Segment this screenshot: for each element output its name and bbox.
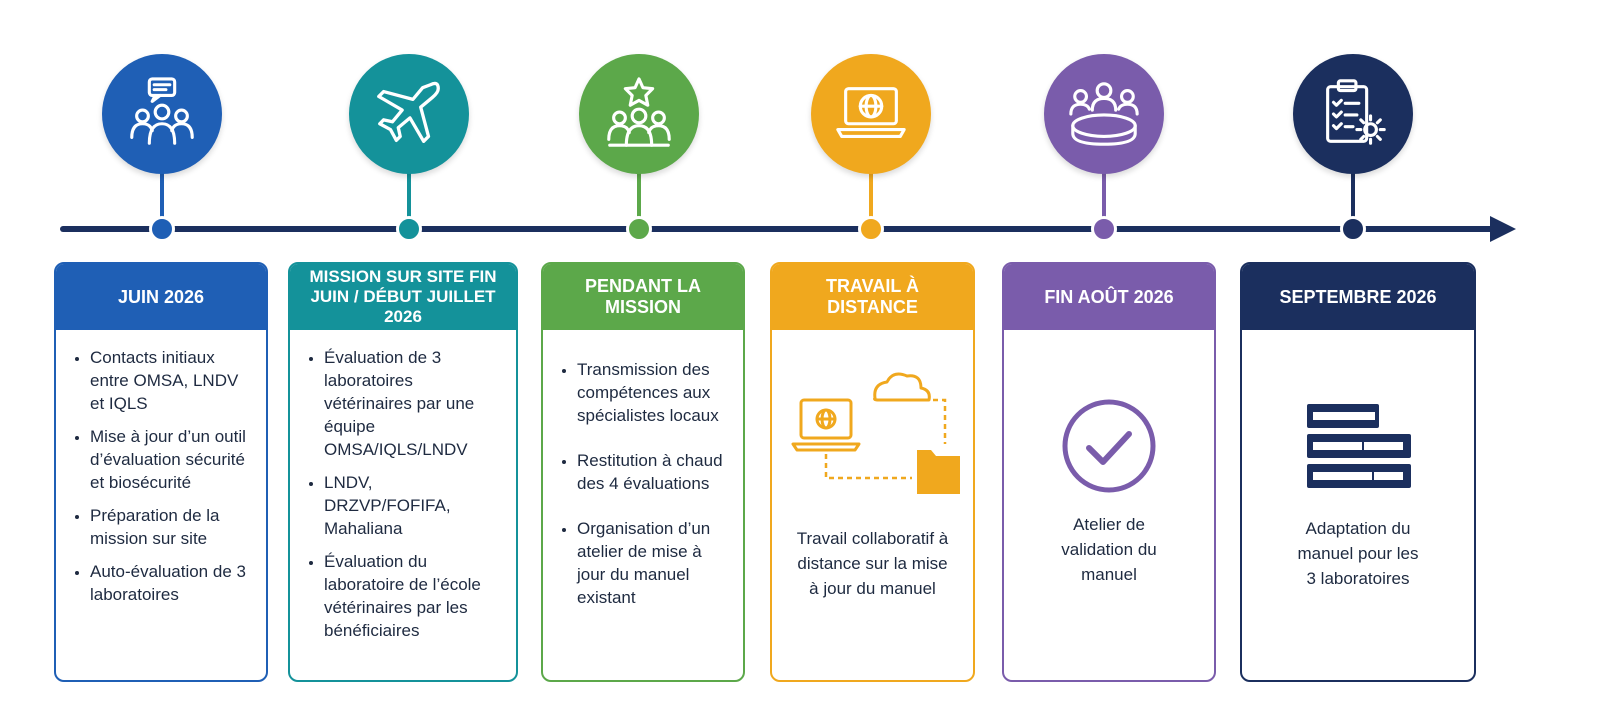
phase-title: FIN AOÛT 2026 bbox=[1004, 264, 1214, 330]
list-item: Auto-évaluation de 3 laboratoires bbox=[90, 560, 252, 606]
phase-icon-badge bbox=[349, 54, 469, 174]
phase-body: Évaluation de 3 laboratoires vétérinaire… bbox=[290, 330, 516, 662]
phase-body: Atelier de validation du manuel bbox=[1004, 330, 1214, 587]
list-item: Mise à jour d’un outil d’évaluation sécu… bbox=[90, 425, 252, 494]
phase-card-mission: MISSION SUR SITE FIN JUIN / DÉBUT JUILLE… bbox=[288, 262, 518, 682]
phase-stem bbox=[407, 168, 411, 226]
list-item: Restitution à chaud des 4 évaluations bbox=[577, 449, 729, 495]
round-table-icon bbox=[1069, 82, 1139, 146]
phase-icon-badge bbox=[811, 54, 931, 174]
phase-body: Travail collaboratif à distance sur la m… bbox=[772, 330, 973, 601]
phase-list: Transmission des compétences aux spécial… bbox=[561, 358, 729, 609]
phase-title: JUIN 2026 bbox=[56, 264, 266, 330]
cloud-sync-illustration bbox=[791, 372, 960, 494]
list-item: Préparation de la mission sur site bbox=[90, 504, 252, 550]
phase-title: SEPTEMBRE 2026 bbox=[1242, 264, 1474, 330]
phase-icon-badge bbox=[579, 54, 699, 174]
phase-stem bbox=[1102, 168, 1106, 226]
phase-description: Travail collaboratif à distance sur la m… bbox=[796, 529, 949, 598]
list-item: Organisation d’un atelier de mise à jour… bbox=[577, 517, 729, 609]
timeline-node bbox=[858, 216, 884, 242]
dashed-connector bbox=[932, 398, 946, 444]
phase-card-remote: TRAVAIL À DISTANCE Travail collaboratif … bbox=[770, 262, 975, 682]
phase-card-during: PENDANT LA MISSION Transmission des comp… bbox=[541, 262, 745, 682]
check-circle-icon bbox=[1062, 399, 1156, 493]
phase-card-august: FIN AOÛT 2026 Atelier de validation du m… bbox=[1002, 262, 1216, 682]
folder-icon bbox=[916, 450, 960, 494]
timeline-node bbox=[1091, 216, 1117, 242]
phase-stem bbox=[637, 168, 641, 226]
phase-stem bbox=[160, 168, 164, 226]
timeline-node bbox=[626, 216, 652, 242]
timeline-node bbox=[396, 216, 422, 242]
timeline-arrowhead bbox=[1490, 216, 1516, 242]
airplane-icon bbox=[377, 81, 440, 143]
list-item: LNDV, DRZVP/FOFIFA, Mahaliana bbox=[324, 471, 502, 540]
list-item: Évaluation du laboratoire de l’école vét… bbox=[324, 550, 502, 642]
phase-icon-badge bbox=[1293, 54, 1413, 174]
phase-card-september: SEPTEMBRE 2026 Adaptation du manuel pour… bbox=[1240, 262, 1476, 682]
dashed-connector bbox=[824, 454, 912, 480]
book-stack-icon bbox=[1307, 404, 1411, 488]
phase-body: Transmission des compétences aux spécial… bbox=[543, 330, 743, 629]
timeline-node bbox=[1340, 216, 1366, 242]
phase-stem bbox=[1351, 168, 1355, 226]
phase-title: PENDANT LA MISSION bbox=[543, 264, 743, 330]
phase-list: Évaluation de 3 laboratoires vétérinaire… bbox=[308, 346, 502, 642]
phase-list: Contacts initiaux entre OMSA, LNDV et IQ… bbox=[74, 346, 252, 606]
phase-stem bbox=[869, 168, 873, 226]
phase-description: Adaptation du manuel pour les 3 laborato… bbox=[1297, 519, 1419, 588]
phase-title: MISSION SUR SITE FIN JUIN / DÉBUT JUILLE… bbox=[290, 264, 516, 330]
phase-card-june: JUIN 2026 Contacts initiaux entre OMSA, … bbox=[54, 262, 268, 682]
phase-description: Atelier de validation du manuel bbox=[1061, 515, 1157, 584]
phase-icon-badge bbox=[102, 54, 222, 174]
timeline-node bbox=[149, 216, 175, 242]
phase-icon-badge bbox=[1044, 54, 1164, 174]
laptop-globe-icon bbox=[836, 87, 906, 138]
phase-body: Contacts initiaux entre OMSA, LNDV et IQ… bbox=[56, 330, 266, 626]
phase-title: TRAVAIL À DISTANCE bbox=[772, 264, 973, 330]
cloud-icon bbox=[872, 372, 931, 402]
meeting-chat-icon bbox=[130, 77, 194, 145]
list-item: Contacts initiaux entre OMSA, LNDV et IQ… bbox=[90, 346, 252, 415]
phase-body: Adaptation du manuel pour les 3 laborato… bbox=[1242, 330, 1474, 591]
clipboard-gear-icon bbox=[1326, 79, 1386, 145]
list-item: Évaluation de 3 laboratoires vétérinaire… bbox=[324, 346, 502, 461]
timeline-axis bbox=[60, 226, 1500, 232]
team-star-icon bbox=[607, 77, 671, 147]
laptop-globe-icon bbox=[791, 398, 860, 452]
list-item: Transmission des compétences aux spécial… bbox=[577, 358, 729, 427]
